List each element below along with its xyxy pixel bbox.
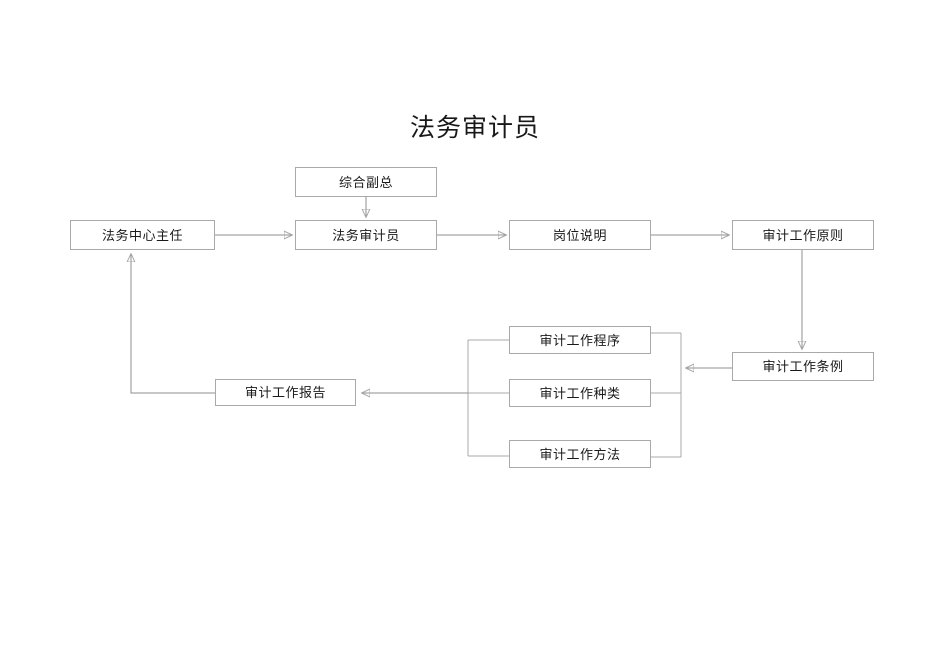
node-fawu-shenjiyuan[interactable]: 法务审计员: [295, 220, 437, 250]
node-fawu-zhuren[interactable]: 法务中心主任: [70, 220, 215, 250]
node-label: 审计工作方法: [539, 446, 621, 462]
node-label: 审计工作程序: [539, 332, 621, 348]
node-shenji-fangfa[interactable]: 审计工作方法: [509, 440, 651, 468]
node-label: 法务审计员: [332, 227, 400, 243]
node-shenji-tiaoli[interactable]: 审计工作条例: [732, 352, 874, 381]
node-label: 法务中心主任: [101, 227, 183, 243]
node-label: 审计工作条例: [762, 359, 844, 374]
node-label: 审计工作种类: [539, 385, 621, 401]
node-zonghe-fuzong[interactable]: 综合副总: [295, 167, 437, 197]
edge-baogao-to-zhuren: [131, 254, 215, 394]
node-shenji-baogao[interactable]: 审计工作报告: [215, 379, 356, 406]
node-shenji-chengxu[interactable]: 审计工作程序: [509, 326, 651, 354]
node-shenji-yuanze[interactable]: 审计工作原则: [732, 220, 874, 250]
node-label: 审计工作报告: [244, 385, 326, 400]
node-label: 审计工作原则: [762, 227, 844, 243]
page-title: 法务审计员: [409, 113, 540, 142]
node-shenji-zhonglei[interactable]: 审计工作种类: [509, 379, 651, 407]
node-gangwei-shuoming[interactable]: 岗位说明: [509, 220, 651, 250]
node-label: 综合副总: [338, 174, 393, 190]
node-label: 岗位说明: [552, 227, 607, 243]
